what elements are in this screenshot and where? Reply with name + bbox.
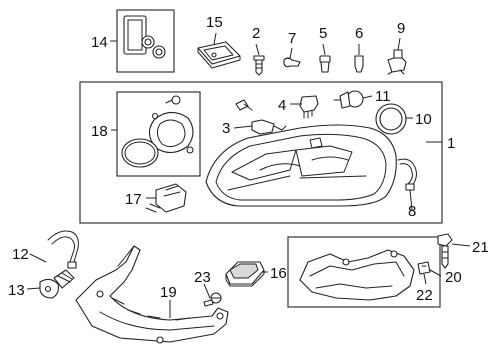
callout-21: 21 <box>472 239 489 256</box>
part-5-bulb <box>319 55 331 73</box>
callout-2: 2 <box>252 25 260 42</box>
callout-14: 14 <box>91 34 108 51</box>
part-20-box <box>287 236 441 308</box>
part-20-shield <box>299 249 415 301</box>
part-11-bulb <box>333 90 364 109</box>
part-14-control-module <box>123 15 166 59</box>
callout-15: 15 <box>206 14 223 31</box>
callout-13: 13 <box>8 282 25 299</box>
callout-1: 1 <box>447 135 455 152</box>
part-22-clip <box>417 261 431 275</box>
callout-4: 4 <box>278 97 286 114</box>
leader-lines <box>26 32 471 318</box>
callout-3: 3 <box>222 120 230 137</box>
callout-5: 5 <box>319 25 327 42</box>
part-19-bracket <box>75 245 229 344</box>
part-12-hose <box>47 230 79 269</box>
part-23-screw <box>203 292 222 307</box>
callout-12: 12 <box>12 246 29 263</box>
part-1-headlamp <box>205 124 397 207</box>
callout-10: 10 <box>415 111 432 128</box>
callout-8: 8 <box>408 203 416 220</box>
callout-22: 22 <box>416 287 433 304</box>
callout-23: 23 <box>194 269 211 286</box>
part-15-ballast <box>197 41 241 69</box>
part-4-socket <box>299 95 319 119</box>
callout-6: 6 <box>355 25 363 42</box>
part-8-harness <box>397 158 417 191</box>
adjuster-screw <box>235 99 253 111</box>
callout-18: 18 <box>91 123 108 140</box>
part-9-bulb-connector <box>387 49 407 75</box>
callout-9: 9 <box>397 20 405 37</box>
callout-11: 11 <box>375 88 391 105</box>
part-6-bulb <box>354 55 364 73</box>
callout-19: 19 <box>160 284 177 301</box>
part-10-oring <box>375 103 407 135</box>
part-13-holder <box>39 269 75 299</box>
callout-16: 16 <box>270 265 287 282</box>
part-3-connector <box>251 119 287 135</box>
part-18-box <box>116 91 201 177</box>
part-2-screw <box>253 55 265 76</box>
headlamp-assembly-box <box>79 81 443 224</box>
part-7-clip <box>283 57 301 68</box>
callout-20: 20 <box>445 269 462 286</box>
part-16-unit <box>225 261 265 287</box>
part-21-bolt <box>437 233 453 269</box>
callout-7: 7 <box>288 30 296 47</box>
part-18-cover <box>121 95 194 168</box>
callout-17: 17 <box>125 191 142 208</box>
part-17-motor <box>145 183 187 213</box>
